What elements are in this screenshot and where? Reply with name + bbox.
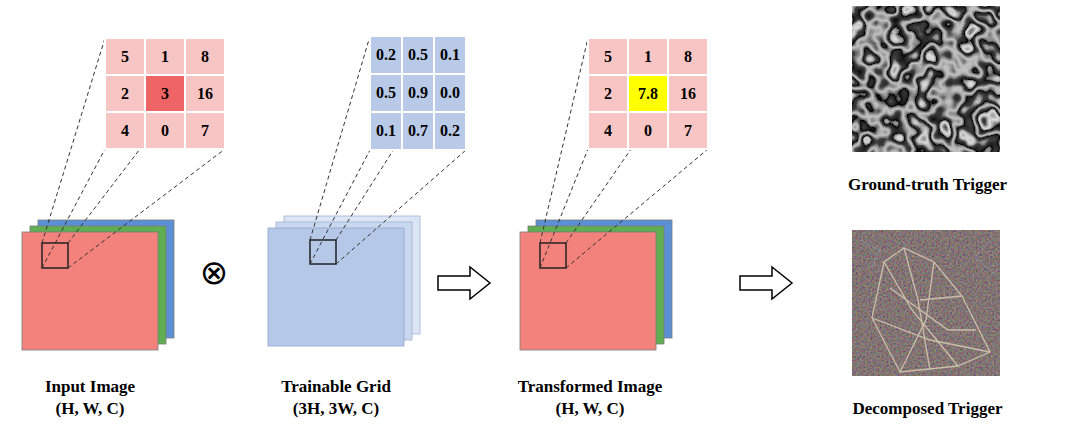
grid-value: 16 — [185, 75, 225, 112]
transformed-image-box: Transformed Image(H, W, C) — [506, 214, 674, 422]
grid-value: 4 — [105, 112, 145, 149]
dimension-label: (H, W, C) — [56, 398, 125, 420]
grid-value: 4 — [588, 112, 628, 149]
node-title: Decomposed Trigger — [853, 398, 1003, 420]
ground-truth-trigger-image — [852, 6, 1000, 152]
grid-value: 0.5 — [402, 36, 434, 74]
input-image-box: Input Image(H, W, C) — [6, 214, 174, 422]
grid-value: 0.1 — [370, 112, 402, 150]
grid-value: 3 — [145, 75, 185, 112]
transformed-image-stack — [520, 220, 672, 350]
trainable-grid-stack — [268, 216, 420, 346]
grid-value: 2 — [588, 75, 628, 112]
hollow-arrow — [740, 267, 792, 299]
grid-value: 1 — [145, 38, 185, 75]
grid-value: 0.9 — [402, 74, 434, 112]
grid-value: 7 — [668, 112, 708, 149]
node-title: Transformed Image — [518, 376, 663, 398]
node-title: Input Image — [45, 376, 135, 398]
zoom-lines — [540, 38, 708, 268]
ground-truth-trigger-box: Ground-truth Trigger — [830, 4, 1025, 198]
grid-value: 0 — [145, 112, 185, 149]
decomposed-trigger-image — [852, 230, 1000, 376]
grid-value: 0.1 — [434, 36, 466, 74]
operator-symbol: ⊗ — [190, 248, 238, 296]
grid-value: 5 — [105, 38, 145, 75]
grid-value: 5 — [588, 38, 628, 75]
grid-value: 8 — [185, 38, 225, 75]
transformed-zoom-grid — [588, 38, 708, 149]
grid-value: 7 — [185, 112, 225, 149]
node-title: Trainable Grid — [281, 376, 391, 398]
node-title: Ground-truth Trigger — [848, 174, 1007, 196]
grid-value: 1 — [628, 38, 668, 75]
grid-value: 0.0 — [434, 74, 466, 112]
grid-value: 2 — [105, 75, 145, 112]
grid-value: 0.2 — [434, 112, 466, 150]
dimension-label: (3H, 3W, C) — [293, 398, 379, 420]
hollow-arrow — [438, 267, 490, 299]
grid-value: 0.2 — [370, 36, 402, 74]
grid-value: 7.8 — [628, 75, 668, 112]
grid-zoom-grid — [370, 36, 466, 150]
grid-value: 0 — [628, 112, 668, 149]
input-zoom-grid — [105, 38, 225, 149]
zoom-lines — [42, 38, 225, 268]
dimension-label: (H, W, C) — [556, 398, 625, 420]
grid-value: 8 — [668, 38, 708, 75]
grid-value: 16 — [668, 75, 708, 112]
trainable-grid-box: Trainable Grid(3H, 3W, C) — [252, 214, 420, 422]
grid-value: 0.5 — [370, 74, 402, 112]
input-image-stack — [22, 220, 174, 350]
decomposed-trigger-box: Decomposed Trigger — [830, 226, 1025, 422]
grid-value: 0.7 — [402, 112, 434, 150]
zoom-lines — [310, 36, 466, 264]
